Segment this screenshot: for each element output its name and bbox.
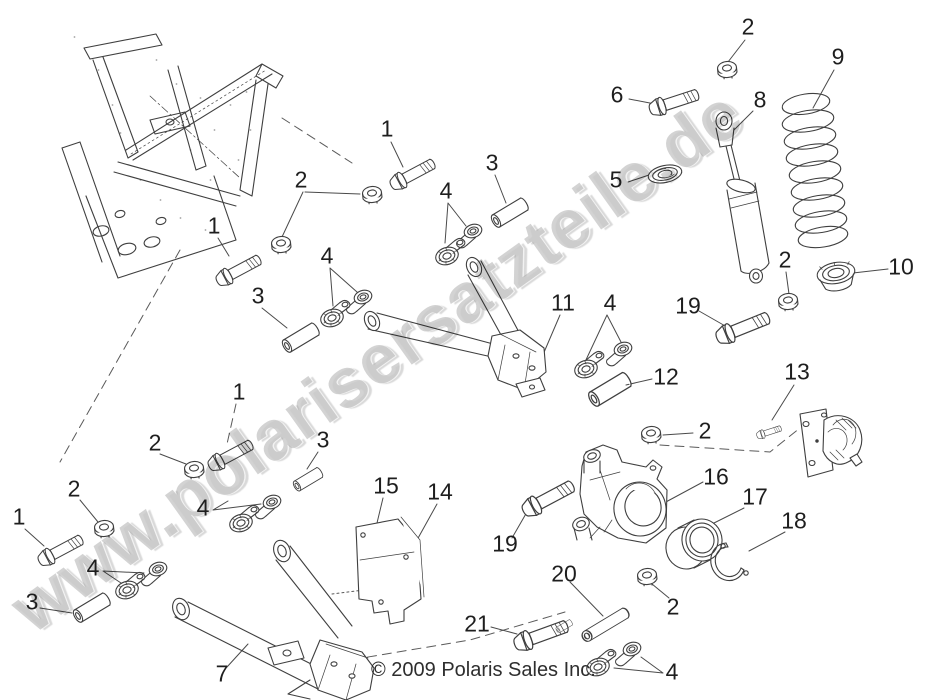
nut-2a [716,59,739,80]
bushing-large-b [317,299,351,331]
bolt-13 [755,423,783,441]
nut-2d [777,291,800,312]
bushing-small-f [140,559,170,587]
snap-ring-drawing [710,542,749,582]
nut-2g [93,518,116,539]
bolt-1c [204,435,257,475]
bushing-small-e [614,639,644,667]
bolt-1b [212,250,265,290]
nut-2e [640,424,663,445]
spring-washer [647,164,683,184]
chassis-frame-drawing [61,33,284,279]
nut-2b [270,234,293,255]
bolt-19b [518,475,579,521]
nut-2h [636,566,659,587]
assembly-dashed-lines [59,117,801,663]
upper-a-arm-drawing [363,256,547,398]
nuts-group [93,59,800,587]
bushing-small-b [345,287,375,315]
nut-2f [183,459,206,480]
sleeve-20 [579,606,632,644]
bushing-small-c [605,339,635,367]
bearing-carrier-drawing [572,444,668,544]
wheel-bearing-drawing [665,518,723,570]
sleeve-3b [279,321,322,355]
bolt-19a [712,307,774,349]
bushing-small-d [254,492,284,520]
spring-retainer-drawing [816,261,856,292]
bolt-6 [646,85,702,120]
bolt-21 [510,615,572,655]
bolt-1d [34,530,87,570]
sleeve-3a [488,196,531,230]
guard-plate-drawing [355,516,425,625]
sleeve-12 [585,370,634,409]
copyright-text: © 2009 Polaris Sales Inc. [371,659,596,681]
lower-a-arm-drawing [172,539,375,700]
shock-absorber-drawing [715,111,770,284]
sleeve-3c [291,466,325,493]
coil-spring-drawing [781,92,849,249]
nut-2c [361,184,384,205]
sleeve-3d [70,591,113,625]
bolt-1a [386,154,439,194]
bushing-large-f [112,571,146,603]
callout-leader-lines [24,39,889,674]
bushing-large-a [432,237,466,269]
brake-caliper-drawing [799,408,863,478]
bushing-large-d [226,504,260,536]
